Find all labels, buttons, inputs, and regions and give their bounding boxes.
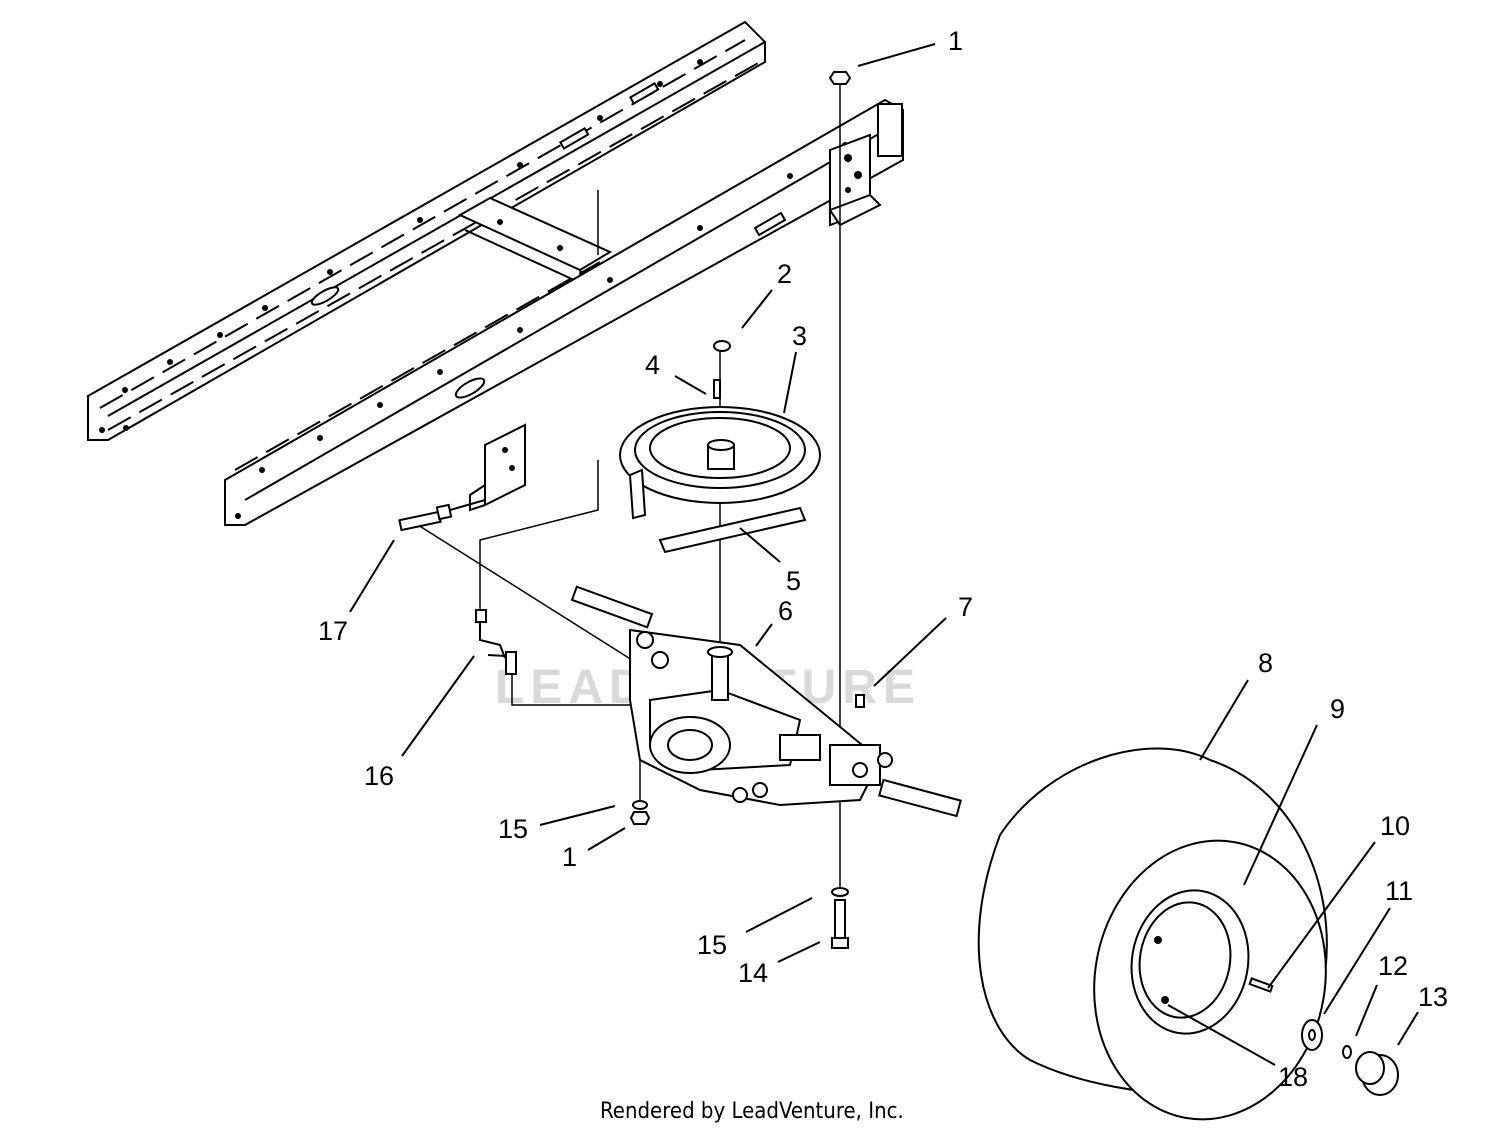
leader-lines (349, 43, 1419, 1066)
washer-part-15-left (632, 800, 648, 810)
callout-7: 7 (958, 592, 973, 622)
transaxle-part-6 (570, 585, 962, 818)
callout-6: 6 (778, 596, 793, 626)
callout-17: 17 (318, 616, 348, 646)
callout-1-top: 1 (948, 26, 963, 56)
cap-part-13 (1355, 1051, 1399, 1096)
callout-10: 10 (1380, 811, 1410, 841)
callout-2: 2 (777, 259, 792, 289)
callout-14: 14 (738, 958, 768, 988)
callout-13: 13 (1418, 982, 1448, 1012)
washer-part-11 (1301, 1019, 1323, 1051)
washer-part-15-right (831, 887, 849, 897)
callout-15-left: 15 (498, 814, 528, 844)
frame-rail-left (87, 20, 766, 441)
callout-4: 4 (645, 350, 660, 380)
callout-1-lower: 1 (562, 842, 577, 872)
washer-part-2 (713, 340, 731, 352)
key-part-4 (713, 379, 721, 399)
callout-15-right: 15 (697, 930, 727, 960)
footer-credit: Rendered by LeadVenture, Inc. (600, 1099, 904, 1124)
alignment-line-rod (409, 519, 641, 666)
screw-part-7 (855, 694, 865, 708)
rim-part-9 (1130, 889, 1250, 1035)
callout-labels: 1 2 3 4 5 6 7 8 9 10 11 12 13 14 15 15 1… (318, 26, 1448, 1092)
mounting-bracket-lower (469, 423, 526, 512)
bolt-part-14 (831, 899, 849, 949)
callout-5: 5 (786, 566, 801, 596)
shift-rod-part-17 (398, 499, 486, 532)
clip-part-12 (1342, 1045, 1352, 1059)
pulley-part-3 (619, 406, 821, 504)
nut-top (828, 71, 852, 85)
shift-lever-part-16 (475, 609, 517, 675)
alignment-line-bracket (479, 460, 599, 610)
callout-3: 3 (792, 321, 807, 351)
callout-18: 18 (1278, 1062, 1308, 1092)
callout-12: 12 (1378, 951, 1408, 981)
callout-9: 9 (1330, 694, 1345, 724)
callout-11: 11 (1385, 876, 1413, 906)
frame-crossmember (457, 196, 613, 286)
belt-part-5 (628, 468, 807, 554)
callout-16: 16 (364, 761, 394, 791)
nut-part-1-lower (629, 811, 651, 825)
frame-rail-right (224, 98, 904, 526)
callout-8: 8 (1258, 648, 1273, 678)
key-part-10 (1248, 977, 1274, 993)
